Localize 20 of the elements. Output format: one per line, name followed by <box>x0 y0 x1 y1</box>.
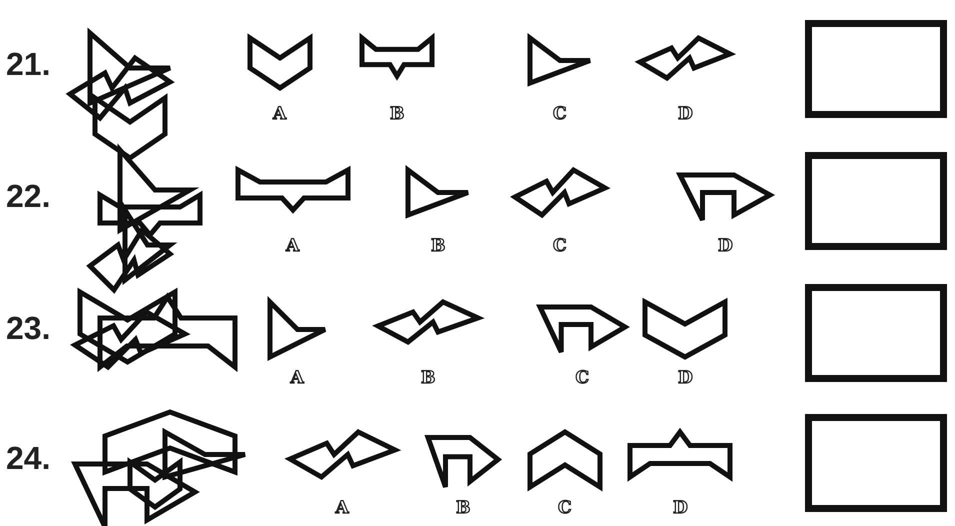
option-letter: A <box>336 500 349 517</box>
question-number: 21. <box>6 48 50 80</box>
question-number: 22. <box>6 180 50 212</box>
option-letter: C <box>576 370 590 387</box>
option-letter: D <box>718 238 733 255</box>
option-letter: D <box>673 500 688 517</box>
option-letter: C <box>553 106 567 123</box>
option-letter: B <box>390 106 404 123</box>
option-letter: A <box>273 106 286 123</box>
option-letter: B <box>421 370 436 387</box>
option-letter: C <box>553 238 567 255</box>
option-letter: B <box>456 500 470 517</box>
question-number: 24. <box>6 442 50 474</box>
question-number: 23. <box>6 312 50 344</box>
option-letter: D <box>678 106 693 123</box>
option-letter: A <box>290 370 304 387</box>
option-letter: B <box>431 238 446 255</box>
option-letter: A <box>286 238 300 255</box>
option-letter: C <box>558 500 572 517</box>
option-letter: D <box>678 370 693 387</box>
